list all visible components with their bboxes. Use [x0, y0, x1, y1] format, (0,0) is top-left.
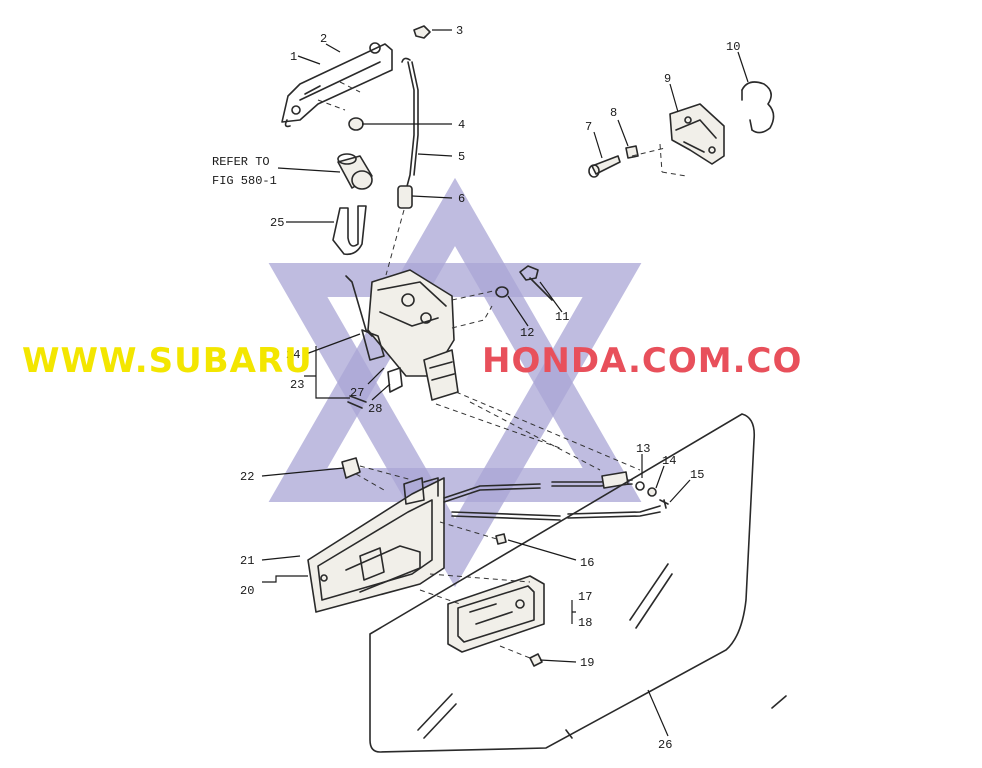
watermark-text-left: WWW.SUBARU — [22, 341, 313, 381]
refer-note-line-2: FIG 580-1 — [212, 174, 277, 188]
refer-note-line-1: REFER TO — [212, 155, 270, 169]
callout-4: 4 — [458, 118, 465, 132]
callout-17: 17 — [578, 590, 592, 604]
part-rod-clip-6 — [385, 185, 413, 276]
leader-lines — [261, 29, 749, 737]
part-lock-rod-bracket — [281, 42, 393, 128]
callout-26: 26 — [658, 738, 672, 752]
part-grommet-4 — [348, 117, 364, 131]
callout-9: 9 — [664, 72, 671, 86]
part-lock-cylinder-ref — [337, 153, 373, 190]
part-door-glass — [369, 413, 787, 753]
callout-2: 2 — [320, 32, 327, 46]
callout-18: 18 — [578, 616, 592, 630]
part-clip-22 — [341, 457, 413, 491]
callout-21: 21 — [240, 554, 254, 568]
callout-19: 19 — [580, 656, 594, 670]
callout-5: 5 — [458, 150, 465, 164]
callout-3: 3 — [456, 24, 463, 38]
callout-22: 22 — [240, 470, 254, 484]
callout-6: 6 — [458, 192, 465, 206]
callout-15: 15 — [690, 468, 704, 482]
part-inside-handle-bracket — [307, 477, 445, 613]
callout-27: 27 — [350, 386, 364, 400]
part-door-latch — [345, 269, 499, 401]
callout-12: 12 — [520, 326, 534, 340]
callout-7: 7 — [585, 120, 592, 134]
part-handle-escutcheon — [419, 573, 545, 653]
callout-8: 8 — [610, 106, 617, 120]
callout-10: 10 — [726, 40, 740, 54]
watermark-text: WWW.SUBARU HONDA.COM.CO — [22, 341, 802, 381]
callout-25: 25 — [270, 216, 284, 230]
callout-20: 20 — [240, 584, 254, 598]
part-clip-3 — [413, 25, 431, 39]
callout-1: 1 — [290, 50, 297, 64]
watermark-text-right: HONDA.COM.CO — [482, 341, 802, 381]
callout-13: 13 — [636, 442, 650, 456]
part-rod-5 — [401, 57, 419, 191]
callout-24: 24 — [286, 348, 300, 362]
part-screw-19 — [499, 645, 543, 667]
callout-11: 11 — [555, 310, 569, 324]
part-retainer-25 — [332, 205, 367, 256]
callout-16: 16 — [580, 556, 594, 570]
part-striker-assembly — [588, 81, 775, 178]
callout-28: 28 — [368, 402, 382, 416]
part-bolt-11 — [495, 265, 553, 301]
watermark-star — [268, 177, 642, 588]
callout-23: 23 — [290, 378, 304, 392]
callout-14: 14 — [662, 454, 676, 468]
